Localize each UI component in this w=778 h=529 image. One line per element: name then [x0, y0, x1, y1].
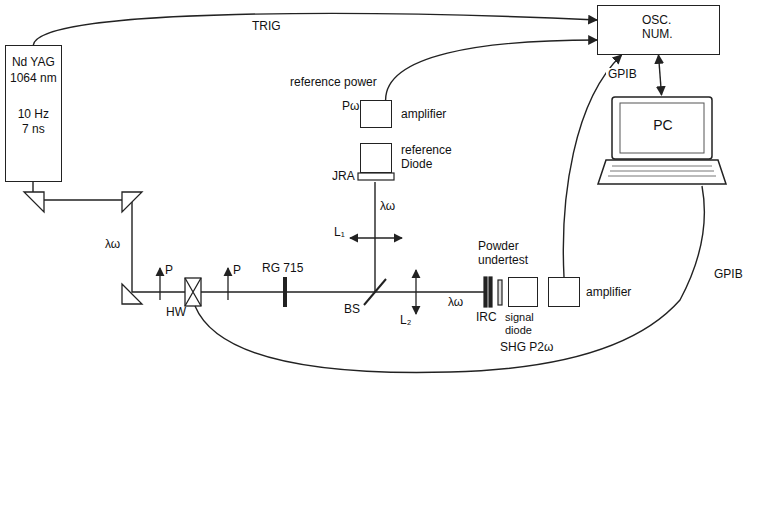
part-label: IRC — [476, 311, 497, 325]
prisms — [24, 192, 142, 304]
plate-cross — [185, 278, 201, 306]
part-label: Pω — [342, 100, 359, 114]
node-text: Nd YAG — [9, 56, 58, 70]
signal-wire — [563, 55, 621, 277]
signal-wire — [33, 13, 597, 45]
lens-l2 — [415, 270, 416, 314]
powder-plate — [489, 277, 492, 307]
diode-box: signal diode — [508, 277, 538, 307]
laptop — [598, 97, 726, 184]
amplifier-box: amplifier — [548, 277, 580, 307]
part-label: JRA — [332, 170, 355, 184]
part-label: L₂ — [400, 314, 411, 328]
pc-laptop: PC — [603, 95, 720, 185]
prism — [122, 284, 142, 304]
node-text: amplifier — [401, 108, 446, 122]
part-label: GPIB — [714, 268, 743, 282]
part-label: BS — [344, 303, 360, 317]
part-label: HW — [166, 306, 186, 320]
beam-splitter — [364, 279, 386, 305]
node-text: 1064 nm — [9, 72, 58, 86]
plate — [185, 278, 201, 306]
diode-box: reference Diode — [360, 143, 392, 173]
part-label: reference power — [290, 76, 377, 90]
part-label: λω — [380, 200, 395, 214]
part-label: L₁ — [334, 226, 345, 240]
half-wave-plate — [185, 278, 201, 306]
part-label: P — [233, 264, 241, 278]
prism — [122, 192, 142, 212]
filter-rg715 — [283, 277, 287, 307]
node-text: PC — [639, 117, 687, 133]
reference-beam — [374, 182, 375, 292]
laser-box: Nd YAG 1064 nm 10 Hz7 ns — [5, 45, 62, 182]
part-label: λω — [448, 296, 463, 310]
part-label: Powder undertest — [478, 240, 540, 268]
gpib-cable — [195, 186, 704, 372]
part-label: RG 715 — [262, 262, 303, 276]
laptop-display — [620, 103, 704, 153]
polarizer-arrow — [227, 268, 228, 300]
irc-filter — [498, 280, 502, 305]
laptop-base — [598, 160, 726, 184]
node-text: reference Diode — [401, 144, 463, 172]
part-label: λω — [105, 238, 120, 252]
edge-label: TRIG — [250, 20, 283, 34]
amplifier-box: amplifier — [360, 100, 392, 128]
beam-path — [33, 182, 486, 292]
node-text: signal diode — [505, 311, 545, 336]
sample-holder — [484, 277, 502, 307]
node-text: 7 ns — [9, 123, 58, 137]
laptop-keys — [608, 166, 716, 176]
jra-filter — [358, 173, 394, 180]
part-label: P — [165, 264, 173, 278]
part-label: SHG P2ω — [500, 341, 553, 355]
signal-wire — [659, 55, 662, 95]
powder-plate — [484, 277, 487, 307]
polarizer-arrow — [159, 268, 160, 300]
laptop-screen — [612, 97, 712, 159]
node-text: OSC. NUM. — [642, 14, 696, 42]
edge-label: GPIB — [606, 68, 639, 82]
prism — [24, 192, 44, 212]
signal-wire — [386, 40, 597, 100]
lens-l1 — [350, 237, 402, 238]
oscilloscope-box: OSC. NUM. — [597, 5, 720, 55]
node-text: amplifier — [586, 286, 631, 300]
node-text: 10 Hz — [9, 108, 58, 122]
laser-beam — [33, 182, 486, 292]
